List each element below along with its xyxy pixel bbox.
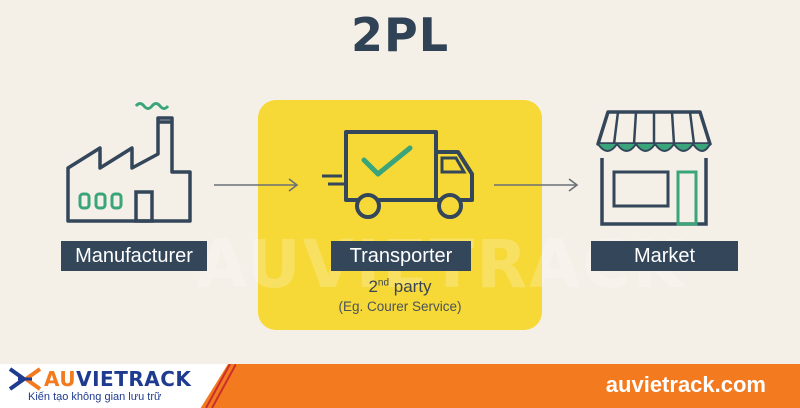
arrow-right-icon — [214, 178, 299, 192]
brand-name[interactable]: AUVIETRACK — [44, 367, 191, 391]
truck-icon — [322, 130, 474, 219]
party-text: 2nd party — [258, 277, 542, 297]
party-word: party — [389, 277, 432, 296]
decorative-stripes — [205, 364, 236, 408]
brand-name-part-a: AU — [44, 367, 77, 391]
party-number: 2 — [368, 277, 378, 296]
party-example: (Eg. Courer Service) — [338, 299, 462, 314]
store-icon — [596, 110, 712, 226]
footer-bar: AUVIETRACK Kiến tạo không gian lưu trữ a… — [0, 364, 800, 408]
transporter-highlight-box — [258, 100, 542, 330]
transporter-label: Transporter — [331, 241, 471, 271]
party-ordinal: nd — [377, 277, 390, 289]
market-label: Market — [591, 241, 738, 271]
brand-name-part-b: VIETRACK — [76, 367, 192, 391]
factory-icon — [66, 102, 192, 223]
website-link[interactable]: auvietrack.com — [605, 372, 766, 397]
page-title: 2PL — [350, 8, 450, 62]
manufacturer-label: Manufacturer — [61, 241, 207, 271]
arrow-right-icon — [494, 178, 579, 192]
brand-logo-icon — [8, 367, 42, 391]
brand-tagline: Kiến tạo không gian lưu trữ — [28, 391, 162, 403]
